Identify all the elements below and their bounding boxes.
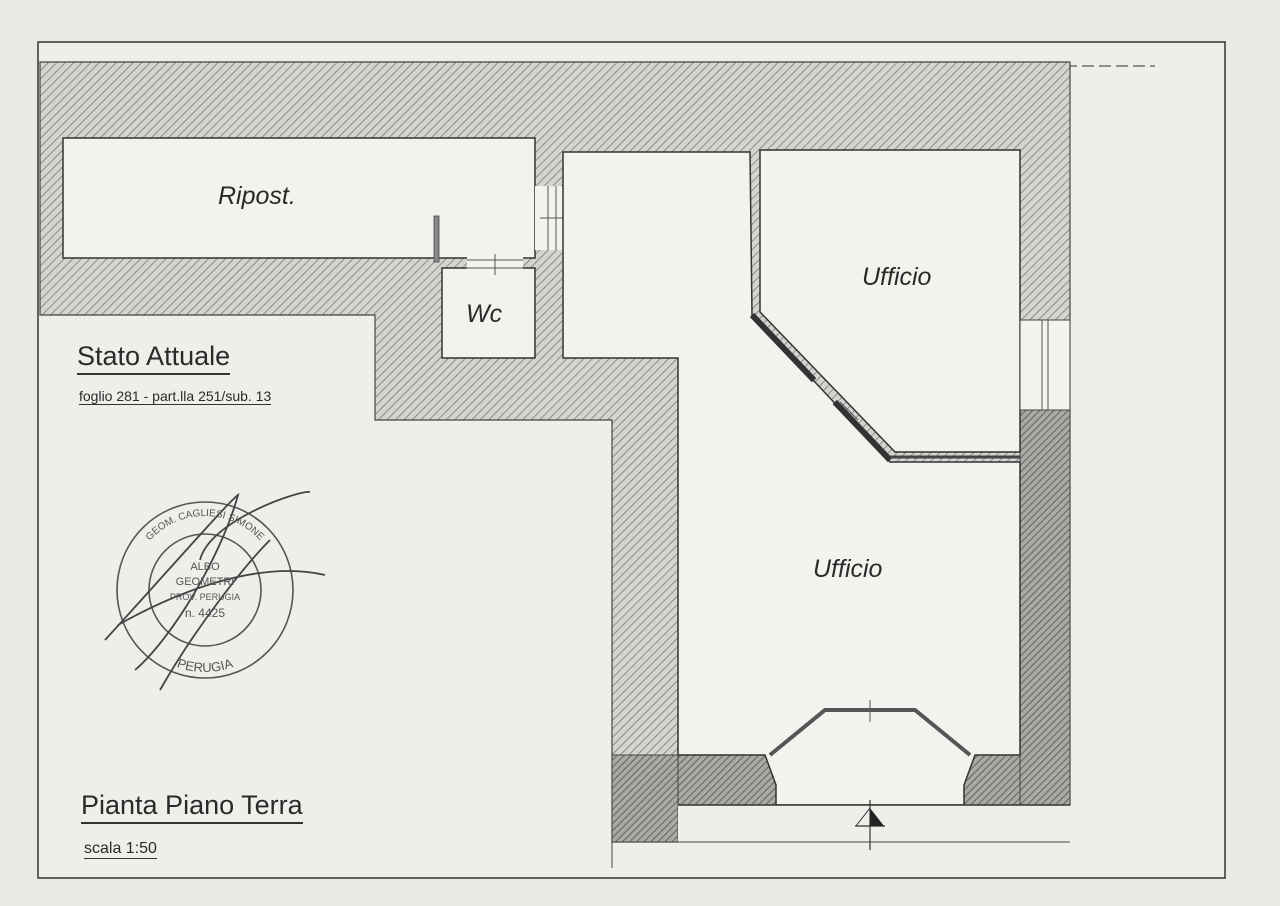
plan-name: Pianta Piano Terra — [81, 790, 303, 824]
scale-label: scala 1:50 — [84, 840, 157, 859]
room-label-ufficio-lower: Ufficio — [813, 555, 883, 583]
stamp-inner-line: GEOMETRI — [176, 576, 235, 588]
drawing-title: Stato Attuale — [77, 341, 231, 375]
wall-left-dark — [611, 754, 679, 843]
room-wc — [441, 267, 536, 359]
room-ripost — [62, 137, 536, 259]
signature — [104, 491, 326, 691]
room-label-wc: Wc — [466, 300, 503, 328]
room-ufficio-lower — [562, 151, 1021, 806]
room-label-ripost: Ripost. — [218, 182, 296, 210]
wall-bay-left — [677, 754, 777, 806]
stamp-bottom-text: PERUGIA — [175, 655, 234, 675]
wall-right-dark — [1019, 409, 1071, 806]
stamp-inner-line: PROV. PERUGIA — [170, 592, 240, 602]
surveyor-stamp — [104, 491, 326, 691]
section-marker-icon — [854, 800, 885, 850]
room-ufficio-upper — [759, 149, 1021, 453]
window-right — [1019, 319, 1071, 411]
stamp-inner-line: n. 4425 — [185, 606, 225, 620]
room-label-ufficio-upper: Ufficio — [862, 263, 932, 291]
stamp-inner-line: ALBO — [190, 561, 220, 573]
cadastral-reference: foglio 281 - part.lla 251/sub. 13 — [79, 388, 272, 405]
